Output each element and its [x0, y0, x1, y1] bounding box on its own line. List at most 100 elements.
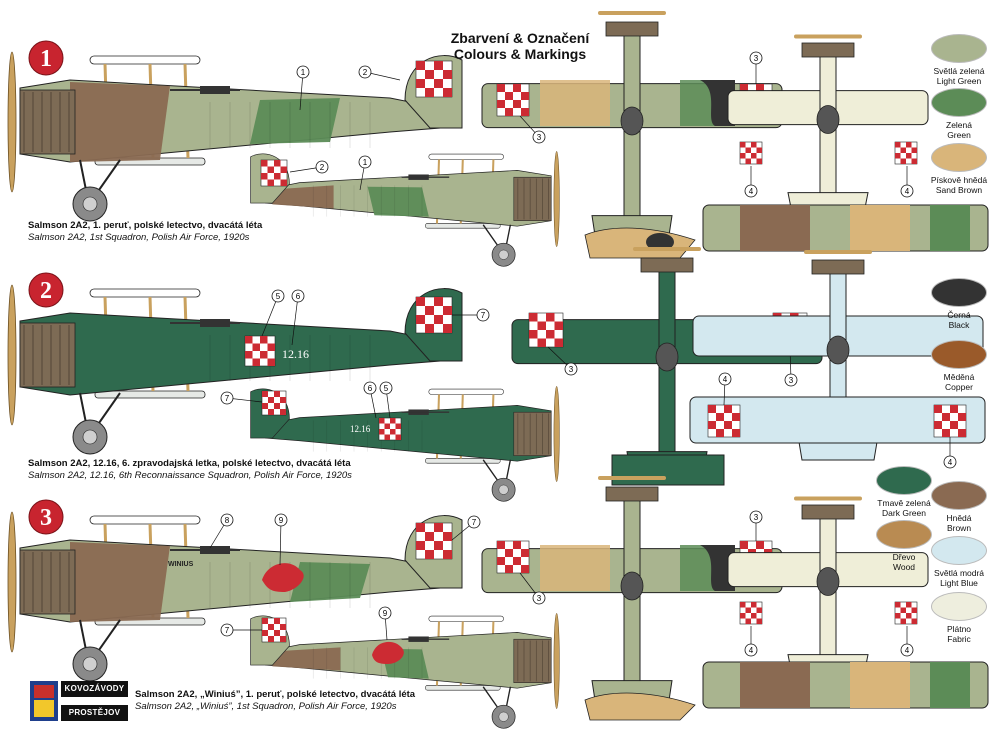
checker-cell	[895, 142, 901, 148]
upper-wing	[428, 388, 504, 395]
callout-number: 3	[537, 133, 542, 142]
checker-cell	[745, 618, 751, 624]
propeller-plan	[598, 476, 666, 480]
checker-cell	[416, 61, 425, 70]
checker-cell	[505, 92, 513, 100]
cockpit	[620, 106, 644, 136]
checker-cell	[443, 550, 452, 559]
checker-cell	[434, 523, 443, 532]
swatch-chip	[931, 34, 987, 63]
propeller	[553, 386, 560, 482]
caption-aircraft-2: Salmson 2A2, 12.16, 6. zpravodajská letk…	[28, 458, 352, 482]
camouflage-patch	[700, 80, 735, 126]
callout-circle	[749, 51, 763, 65]
callout-circle	[271, 289, 285, 303]
checker-cell	[529, 313, 538, 322]
checker-cell	[756, 147, 762, 153]
camouflage-patch	[290, 562, 370, 602]
checker-cell	[521, 108, 529, 116]
camouflage-patch	[740, 662, 810, 708]
checker-cell	[513, 84, 521, 92]
aircraft-2-serial-small: 12.16	[350, 424, 371, 434]
caption-1-en: Salmson 2A2, 1st Squadron, Polish Air Fo…	[28, 232, 250, 243]
checker-cell	[425, 88, 434, 97]
checker-cell	[529, 330, 538, 339]
kovozavody-logo: KOVOZÁVODY PROSTĚJOV	[30, 681, 128, 721]
caption-3-cz: Salmson 2A2, „Winiuś”, 1. peruť, polské …	[135, 689, 416, 700]
aircraft-2-serial: 12.16	[282, 347, 309, 361]
camouflage-patch	[70, 82, 170, 162]
propeller	[553, 613, 560, 709]
checker-cell	[425, 532, 434, 541]
checker-cell	[934, 421, 942, 429]
camouflage-patch	[850, 662, 910, 708]
checker-cell	[267, 166, 274, 173]
callout-circle	[749, 510, 763, 524]
aircraft-1-underwing-checker-left	[739, 141, 763, 165]
checker-cell	[262, 403, 268, 409]
checker-cell	[554, 321, 563, 330]
checker-cell	[756, 541, 764, 549]
checker-cell	[280, 166, 287, 173]
callout-number: 3	[754, 54, 759, 63]
checker-cell	[425, 70, 434, 79]
checker-cell	[274, 630, 280, 636]
checker-cell	[900, 147, 906, 153]
checker-cell	[443, 306, 452, 315]
checker-cell	[443, 532, 452, 541]
propeller-plan	[598, 11, 666, 15]
callout-circle	[378, 606, 392, 620]
checker-cell	[756, 618, 762, 624]
aircraft-1-rudder-checker-small	[260, 159, 288, 187]
checker-cell	[497, 541, 505, 549]
checker-cell	[260, 351, 268, 359]
checker-cell	[379, 418, 385, 424]
engine-cowling	[19, 549, 76, 615]
callout-circle	[291, 289, 305, 303]
checker-cell	[950, 405, 958, 413]
checker-cell	[537, 338, 546, 347]
aircraft-2-bottom-view	[692, 250, 984, 461]
checker-cell	[745, 607, 751, 613]
checker-cell	[756, 84, 764, 92]
callout-circle	[296, 65, 310, 79]
engine-cowling	[513, 176, 552, 221]
checker-cell	[260, 336, 268, 344]
checker-cell	[505, 108, 513, 116]
checker-cell	[740, 142, 746, 148]
checker-cell	[274, 160, 281, 167]
propeller-plan	[794, 34, 862, 39]
callout-circle	[476, 308, 490, 322]
cockpit	[826, 335, 850, 365]
checker-cell	[756, 158, 762, 164]
callout-number: 4	[723, 375, 728, 384]
checker-cell	[274, 618, 280, 624]
checker-cell	[900, 158, 906, 164]
callout-number: 7	[225, 626, 230, 635]
checker-cell	[434, 61, 443, 70]
callout-number: 4	[905, 187, 910, 196]
checker-cell	[900, 618, 906, 624]
checker-cell	[521, 92, 529, 100]
checker-cell	[724, 421, 732, 429]
aircraft-3-rudder-checker-small	[261, 617, 287, 643]
checker-cell	[708, 421, 716, 429]
aircraft-2-fuselage-checker	[244, 335, 276, 367]
aircraft-2-underwing-checker-right	[933, 404, 967, 438]
aircraft-2-top-wing-checker-left	[528, 312, 564, 348]
lower-wing	[425, 223, 501, 229]
wheel-hub	[498, 711, 509, 722]
checker-cell	[280, 624, 286, 630]
propeller	[553, 151, 560, 247]
checker-cell	[280, 409, 286, 415]
upper-wing	[428, 153, 504, 160]
sheet-title-en: Colours & Markings	[453, 46, 587, 62]
engine-plan	[801, 42, 855, 58]
checker-cell	[443, 88, 452, 97]
caption-3-en: Salmson 2A2, „Winiuś”, 1st Squadron, Pol…	[135, 701, 397, 712]
callout-leader	[261, 295, 279, 337]
checker-cell	[268, 397, 274, 403]
